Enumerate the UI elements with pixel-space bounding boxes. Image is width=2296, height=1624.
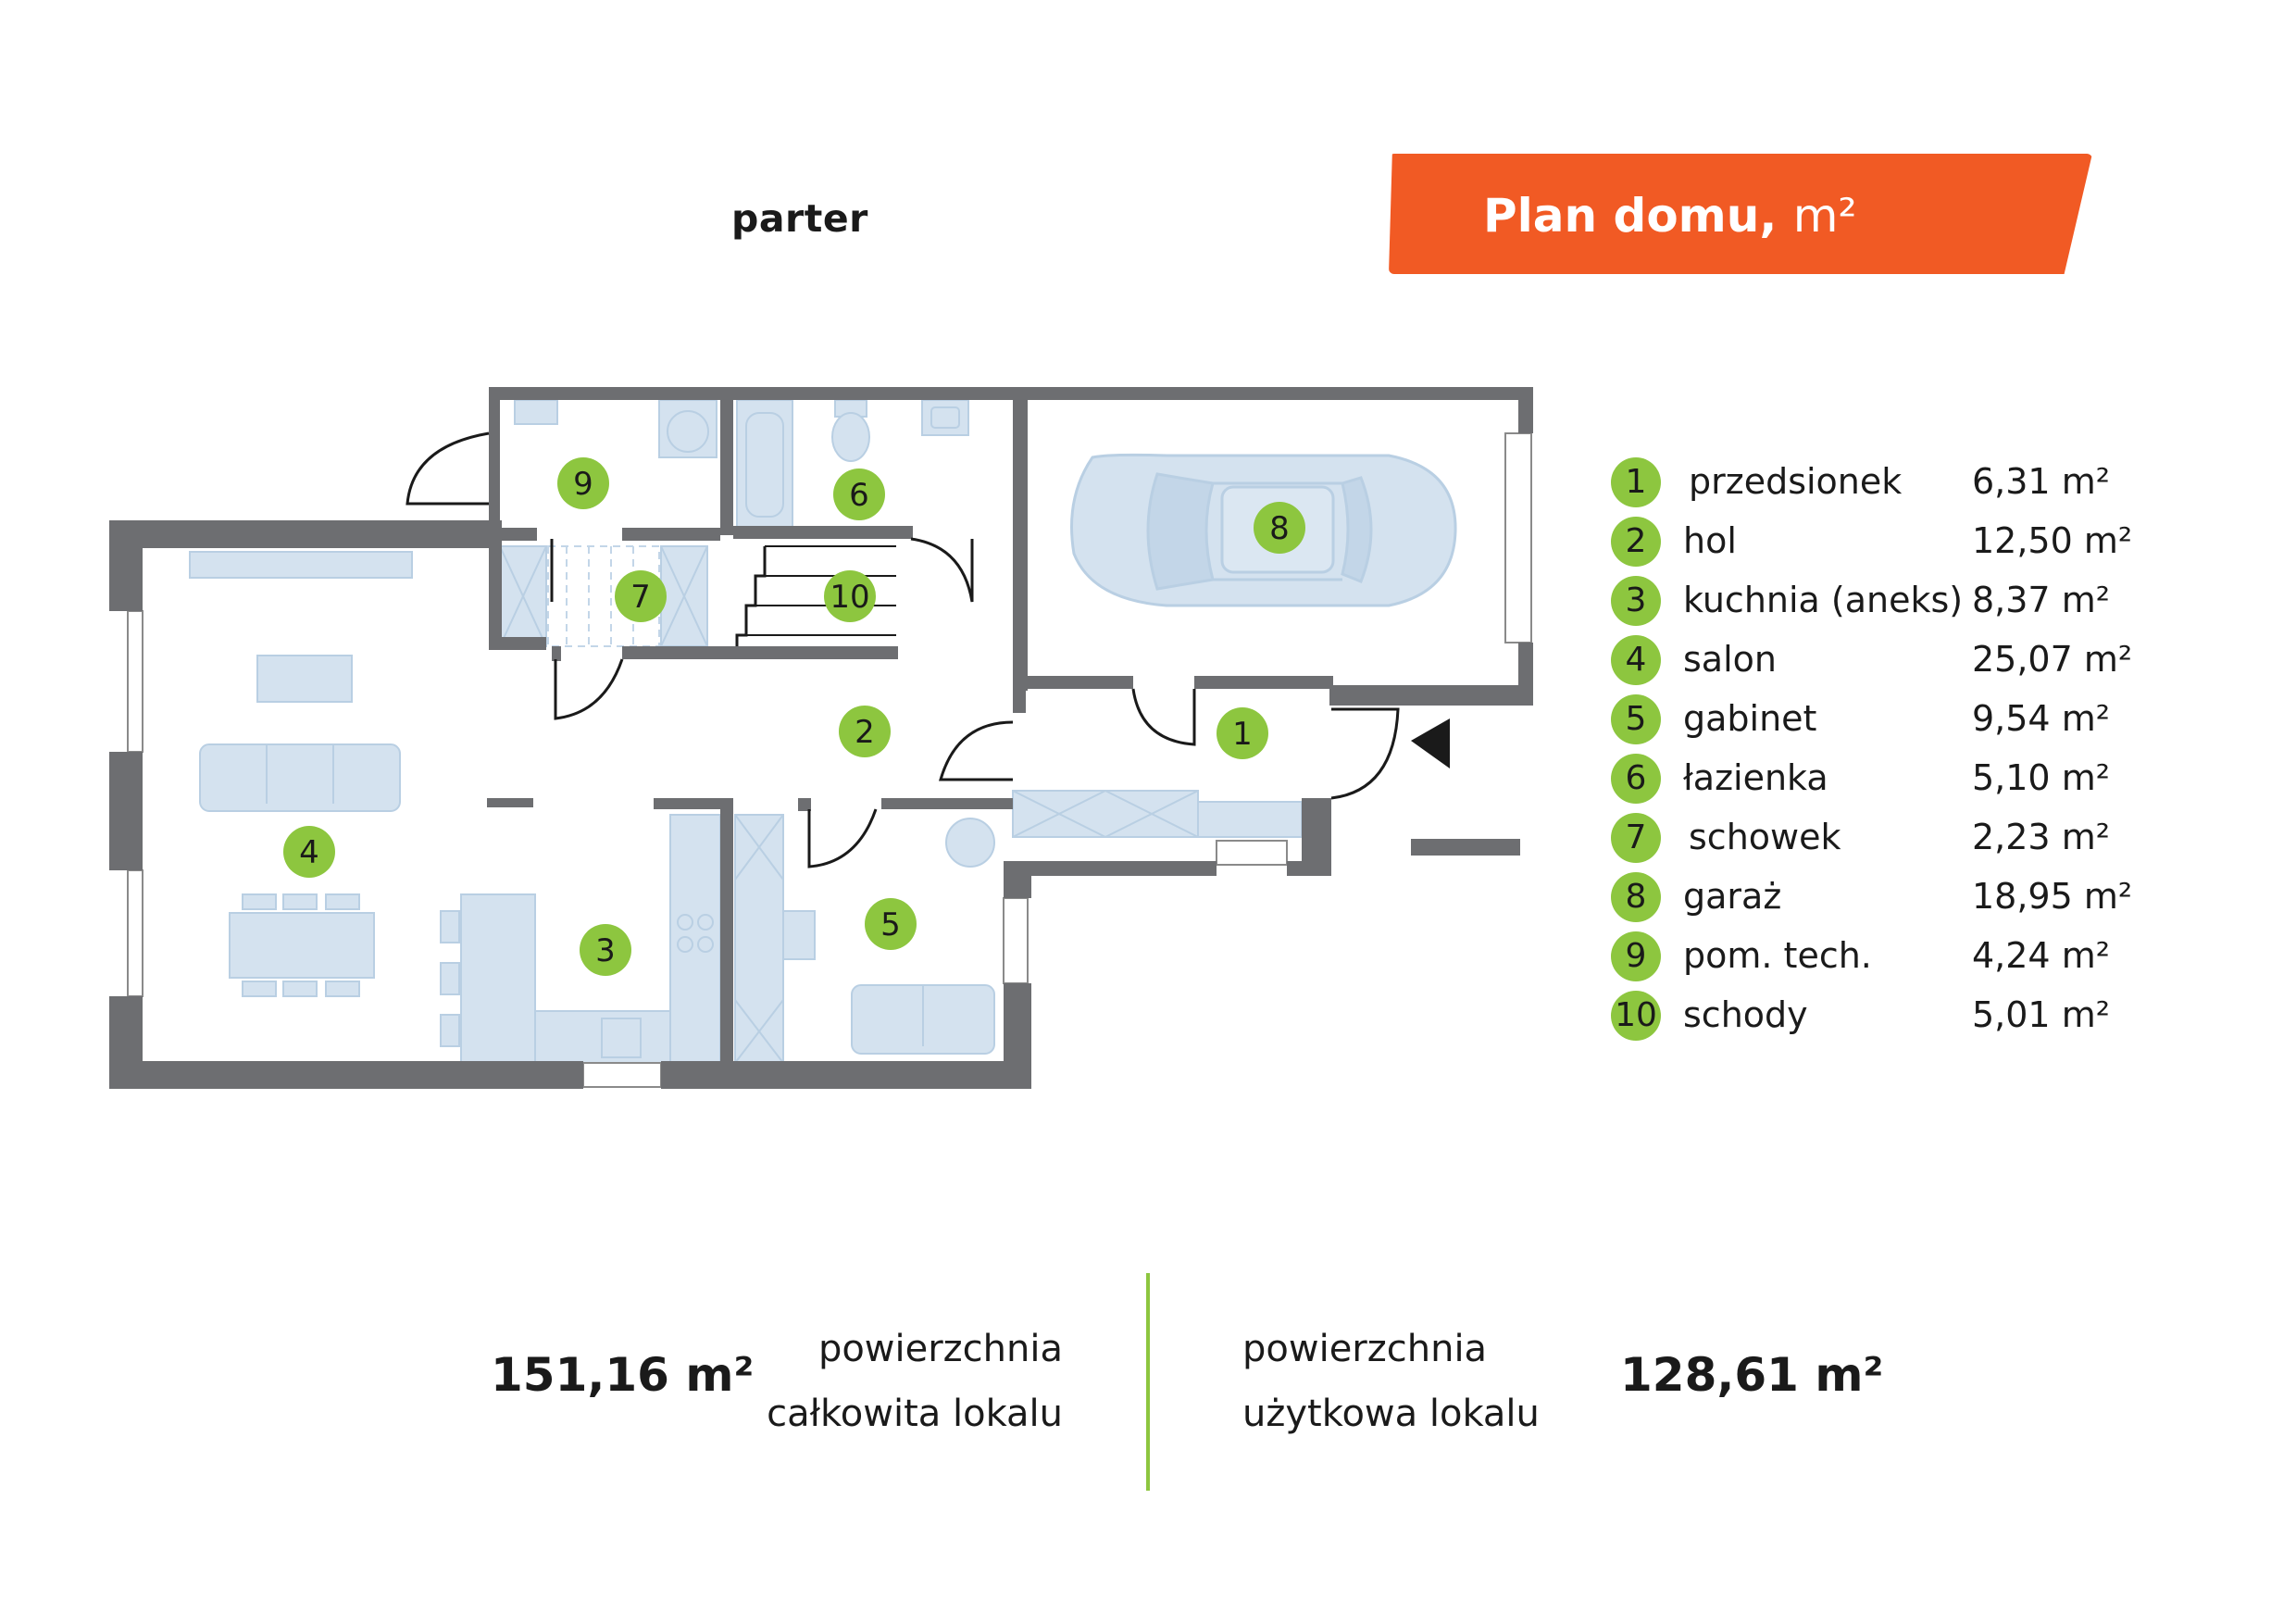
legend-badge: 7 <box>1611 813 1661 863</box>
sofa-icon <box>199 743 401 812</box>
room-badge-2: 2 <box>839 706 891 757</box>
title-banner <box>1389 154 2092 274</box>
room-badge-5-text: 5 <box>880 906 901 943</box>
legend-room-area: 5,01 m² <box>1972 994 2110 1035</box>
total-area-label-line2: całkowita lokalu <box>767 1393 1063 1435</box>
legend-badge: 2 <box>1611 517 1661 567</box>
legend-item: 5 gabinet 9,54 m² <box>1611 689 2129 748</box>
stairs <box>547 545 896 647</box>
legend-item: 3 kuchnia (aneks)8,37 m² <box>1611 570 2129 630</box>
legend-room-name: salon <box>1683 639 1777 680</box>
total-area-value: 151,16 m² <box>491 1348 755 1402</box>
office-cabinet <box>734 814 784 1064</box>
room-badge-3: 3 <box>580 924 631 976</box>
room-badges: 1 2 3 4 5 6 7 8 9 10 <box>283 457 1305 976</box>
room-badge-6-text: 6 <box>849 477 869 514</box>
legend-badge: 4 <box>1611 635 1661 685</box>
total-area-label: powierzchnia całkowita lokalu <box>767 1317 1063 1446</box>
room-badge-2-text: 2 <box>855 714 875 751</box>
summary-divider <box>1146 1273 1150 1491</box>
legend-badge: 6 <box>1611 754 1661 804</box>
room-badge-3-text: 3 <box>595 932 616 969</box>
legend-room-area: 5,10 m² <box>1972 757 2110 798</box>
washing-machine-icon <box>658 399 718 458</box>
legend-item: 4 salon 25,07 m² <box>1611 630 2133 689</box>
dining-table-icon <box>229 893 375 997</box>
banner-unit: m² <box>1792 189 1857 243</box>
usable-area-label: powierzchnia użytkowa lokalu <box>1242 1317 1540 1446</box>
room-badge-7: 7 <box>615 570 667 622</box>
legend-item: 10 schody 5,01 m² <box>1611 985 2129 1044</box>
storage-shelves <box>499 545 708 647</box>
toilet-icon <box>831 399 870 462</box>
legend-room-name: schowek <box>1689 817 1841 857</box>
room-badge-1-text: 1 <box>1232 716 1253 753</box>
legend-badge: 9 <box>1611 931 1661 981</box>
legend-room-name: gabinet <box>1683 698 1817 739</box>
legend-room-area: 6,31 m² <box>1972 461 2110 502</box>
room-badge-8: 8 <box>1254 502 1305 554</box>
office-shelf <box>782 910 816 960</box>
room-badge-9-text: 9 <box>573 466 593 503</box>
floor-label: parter <box>731 196 868 241</box>
legend-room-name: garaż <box>1683 876 1782 917</box>
legend-badge: 8 <box>1611 872 1661 922</box>
legend-room-area: 12,50 m² <box>1972 520 2133 561</box>
legend-badge: 3 <box>1611 576 1661 626</box>
legend-room-area: 25,07 m² <box>1972 639 2133 680</box>
legend-room-name: schody <box>1683 994 1808 1035</box>
furniture <box>189 399 1303 1064</box>
legend-item: 6 łazienka 5,10 m² <box>1611 748 2129 807</box>
legend-room-area: 8,37 m² <box>1972 580 2110 620</box>
usable-area-value: 128,61 m² <box>1620 1348 1884 1402</box>
legend-room-name: hol <box>1683 520 1737 561</box>
living-cabinet <box>189 551 413 579</box>
office-plant <box>945 818 995 868</box>
banner-title: Plan domu, m² <box>1483 189 1857 243</box>
sink-icon <box>921 399 969 436</box>
legend-badge: 5 <box>1611 694 1661 744</box>
banner-title-text: Plan domu, <box>1483 189 1778 243</box>
legend-room-name: łazienka <box>1683 757 1828 798</box>
legend-item: 2 hol 12,50 m² <box>1611 511 2133 570</box>
room-badge-6: 6 <box>833 468 885 520</box>
room-badge-1: 1 <box>1217 707 1268 759</box>
room-badge-4-text: 4 <box>299 834 319 871</box>
legend-item: 8 garaż 18,95 m² <box>1611 867 2133 926</box>
legend-room-name: kuchnia (aneks) <box>1683 580 1964 620</box>
legend-item: 1 przedsionek 6,31 m² <box>1611 452 2129 511</box>
coffee-table <box>256 655 353 703</box>
legend-room-name: przedsionek <box>1689 461 1903 502</box>
room-badge-9: 9 <box>557 457 609 509</box>
legend-room-name: pom. tech. <box>1683 935 1872 976</box>
legend-room-area: 18,95 m² <box>1972 876 2133 917</box>
room-badge-4: 4 <box>283 826 335 878</box>
bathtub-icon <box>736 399 793 531</box>
office-sofa-icon <box>851 984 995 1055</box>
entry-wardrobe <box>1012 790 1303 838</box>
legend-room-area: 2,23 m² <box>1972 817 2110 857</box>
kitchen-island <box>440 893 703 1064</box>
usable-area-label-line1: powierzchnia <box>1242 1328 1488 1370</box>
doors <box>406 431 1400 868</box>
legend-badge: 10 <box>1611 991 1661 1041</box>
tech-cabinet <box>514 399 558 425</box>
legend-badge: 1 <box>1611 457 1661 507</box>
entrance-arrow-icon <box>1411 718 1450 768</box>
usable-area-label-line2: użytkowa lokalu <box>1242 1393 1540 1435</box>
room-badge-7-text: 7 <box>630 579 651 616</box>
room-badge-10-text: 10 <box>830 579 869 616</box>
legend-room-area: 4,24 m² <box>1972 935 2110 976</box>
legend-item: 7 schowek 2,23 m² <box>1611 807 2129 867</box>
room-badge-8-text: 8 <box>1269 510 1290 547</box>
kitchen-counter <box>669 814 721 1064</box>
room-badge-10: 10 <box>824 570 876 622</box>
windows <box>127 432 1532 1088</box>
walls <box>109 387 1533 1089</box>
room-badge-5: 5 <box>865 898 917 950</box>
total-area-label-line1: powierzchnia <box>817 1328 1063 1370</box>
legend-room-area: 9,54 m² <box>1972 698 2110 739</box>
legend-item: 9 pom. tech. 4,24 m² <box>1611 926 2129 985</box>
